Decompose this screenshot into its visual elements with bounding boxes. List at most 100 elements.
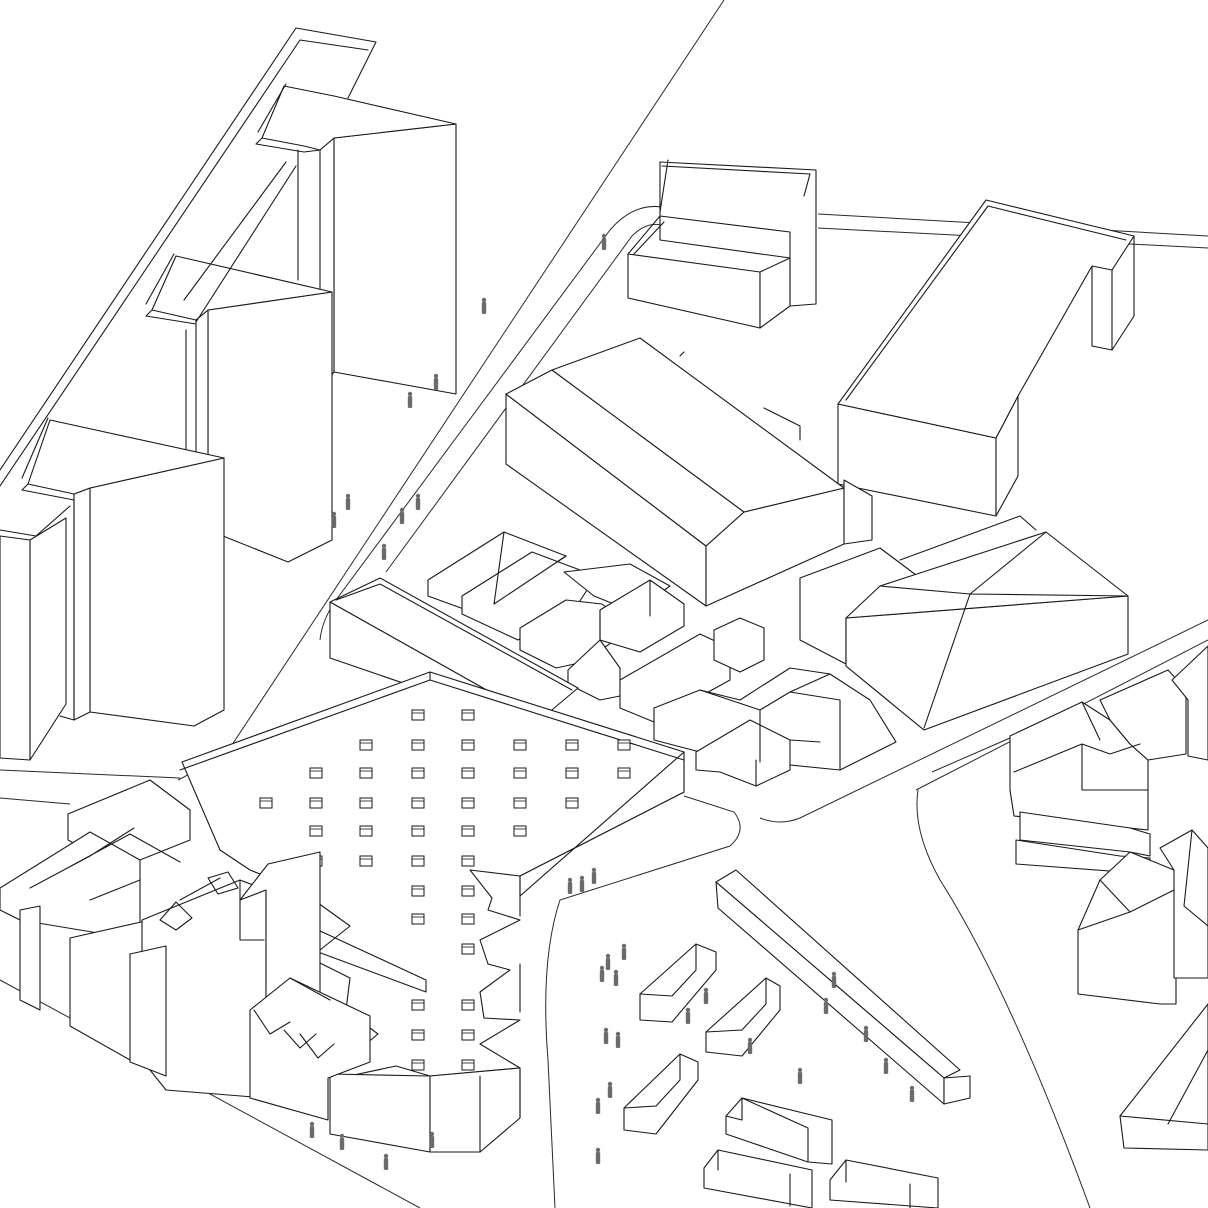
skylight-window bbox=[359, 739, 373, 751]
sw-tall-block-side bbox=[129, 945, 167, 1077]
cross-south-facade bbox=[329, 1073, 431, 1153]
person-figure bbox=[621, 943, 627, 960]
southwest-house-cluster bbox=[0, 779, 371, 1121]
east-slab-roof bbox=[837, 199, 1135, 439]
tower-4-front-face bbox=[29, 517, 67, 761]
main-diagonal-road-north-edge bbox=[221, 0, 725, 761]
person-figure bbox=[823, 997, 829, 1014]
east-slab-parapet bbox=[845, 205, 1135, 401]
person-figure bbox=[599, 965, 605, 982]
plaza-pavilions bbox=[623, 869, 971, 1208]
sw-house-3 bbox=[19, 905, 41, 1011]
skylight-window bbox=[359, 825, 373, 837]
people-figures bbox=[309, 233, 915, 1170]
skylight-window bbox=[359, 855, 373, 867]
tower-1-2-link bbox=[183, 149, 299, 451]
skylight-window bbox=[411, 1029, 425, 1041]
person-figure bbox=[607, 1081, 613, 1098]
skylight-window bbox=[461, 767, 475, 779]
skylight-window bbox=[617, 739, 631, 751]
person-figure bbox=[605, 953, 611, 970]
gabled-hall bbox=[505, 337, 873, 607]
skylight-window bbox=[461, 885, 475, 897]
skylight-window bbox=[411, 709, 425, 721]
person-figure bbox=[331, 511, 337, 528]
skylight-window bbox=[461, 1059, 475, 1071]
person-figure bbox=[831, 971, 837, 988]
skylight-window bbox=[359, 797, 373, 809]
skylight-window bbox=[411, 885, 425, 897]
north-building-lower-box bbox=[627, 253, 761, 329]
skylight-grid bbox=[259, 709, 631, 1071]
hall-annex bbox=[843, 479, 873, 545]
skylight-window bbox=[309, 825, 323, 837]
curved-bar-pavilion-end bbox=[943, 1075, 971, 1105]
cross-south-facade-2 bbox=[429, 1067, 521, 1153]
east-house-6 bbox=[1077, 851, 1177, 1005]
tower-3-side-face bbox=[73, 487, 91, 721]
person-figure bbox=[797, 1067, 803, 1084]
skylight-window bbox=[411, 913, 425, 925]
skylight-window bbox=[461, 709, 475, 721]
person-figure bbox=[613, 969, 619, 986]
tower-1-roof-edge bbox=[255, 83, 321, 153]
skylight-window bbox=[461, 999, 475, 1011]
north-building-lower-side bbox=[759, 257, 791, 329]
pavilion-5 bbox=[703, 1149, 813, 1208]
person-figure bbox=[309, 1121, 315, 1138]
pavilion-6 bbox=[829, 1159, 939, 1208]
person-figure bbox=[863, 1025, 869, 1042]
tower-3-roof-edge bbox=[21, 417, 75, 501]
sw-gabled-house bbox=[249, 977, 371, 1121]
person-figure bbox=[579, 875, 585, 892]
pavilion-1 bbox=[639, 943, 717, 1023]
person-figure bbox=[615, 1031, 621, 1048]
north-building-lower-roof bbox=[627, 215, 791, 259]
person-figure bbox=[481, 297, 487, 314]
person-figure bbox=[345, 493, 351, 510]
pavilion-edges bbox=[623, 943, 911, 1208]
second-hall bbox=[799, 515, 1129, 731]
left-lower-road-edge bbox=[0, 797, 71, 805]
east-house-roof-lines bbox=[1013, 701, 1208, 1125]
person-figure bbox=[567, 877, 573, 894]
person-figure bbox=[883, 1057, 889, 1074]
skylight-window bbox=[259, 797, 273, 809]
person-figure bbox=[601, 233, 607, 250]
pavilion-2 bbox=[705, 977, 781, 1057]
east-house-2 bbox=[1099, 669, 1187, 761]
tower-4-roof bbox=[0, 499, 75, 721]
person-figure bbox=[399, 507, 405, 524]
east-curve-road bbox=[916, 789, 1091, 1208]
cross-parapet bbox=[179, 671, 685, 1153]
skylight-window bbox=[411, 767, 425, 779]
east-avenue-sidewalk bbox=[931, 737, 1011, 773]
tower-1-front-face bbox=[333, 123, 457, 395]
person-figure bbox=[591, 867, 597, 884]
skylight-window bbox=[461, 739, 475, 751]
skylight-window bbox=[461, 855, 475, 867]
skylight-window bbox=[565, 739, 579, 751]
east-house-3 bbox=[1171, 645, 1208, 761]
person-figure bbox=[429, 1131, 435, 1148]
house-c7 bbox=[619, 633, 731, 723]
north-small-building bbox=[627, 159, 817, 329]
tower-1-roof bbox=[261, 85, 457, 151]
tower-4-left-face bbox=[0, 535, 31, 761]
skylight-window bbox=[461, 1029, 475, 1041]
skylight-window bbox=[617, 767, 631, 779]
skylight-window bbox=[513, 739, 527, 751]
skylight-window bbox=[565, 797, 579, 809]
person-figure bbox=[381, 543, 387, 560]
skylight-window bbox=[309, 797, 323, 809]
skylight-window bbox=[411, 825, 425, 837]
east-edge-house-cluster bbox=[1009, 645, 1208, 1151]
podium-outline bbox=[0, 27, 377, 487]
person-figure bbox=[703, 987, 709, 1004]
skylight-window bbox=[411, 855, 425, 867]
house-c8 bbox=[713, 617, 765, 673]
skylight-window bbox=[461, 825, 475, 837]
east-house-8 bbox=[1119, 1003, 1208, 1151]
house-cluster-roof-lines bbox=[493, 531, 841, 787]
